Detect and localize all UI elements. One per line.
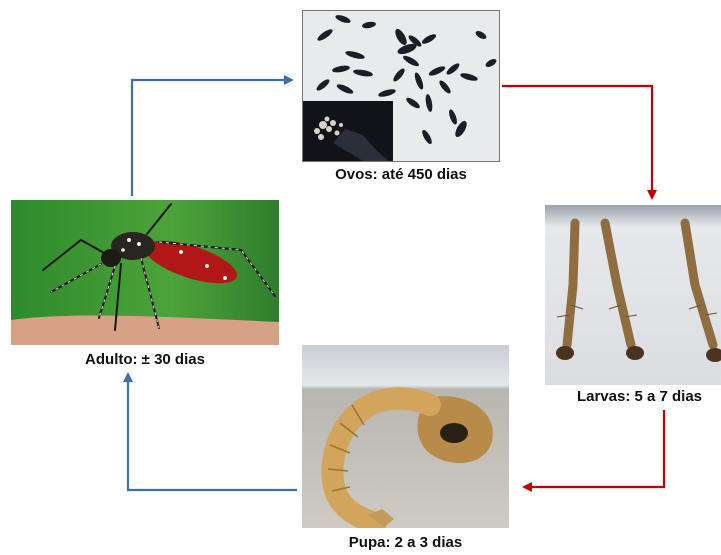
arrow-larvae-to-pupa [524, 410, 664, 487]
larvae-label: Larvas: 5 a 7 dias [558, 388, 721, 405]
adult-label: Adulto: ± 30 dias [11, 351, 279, 368]
pupa-photo [302, 345, 509, 528]
eggs-photo [302, 10, 500, 162]
pupa-label: Pupa: 2 a 3 dias [302, 534, 509, 551]
eggs-label: Ovos: até 450 dias [302, 166, 500, 183]
larvae-photo [545, 205, 721, 385]
arrow-pupa-to-adult [128, 374, 297, 490]
arrow-adult-to-eggs [132, 80, 292, 196]
adult-photo [11, 200, 279, 345]
arrow-eggs-to-larvae [502, 86, 652, 198]
